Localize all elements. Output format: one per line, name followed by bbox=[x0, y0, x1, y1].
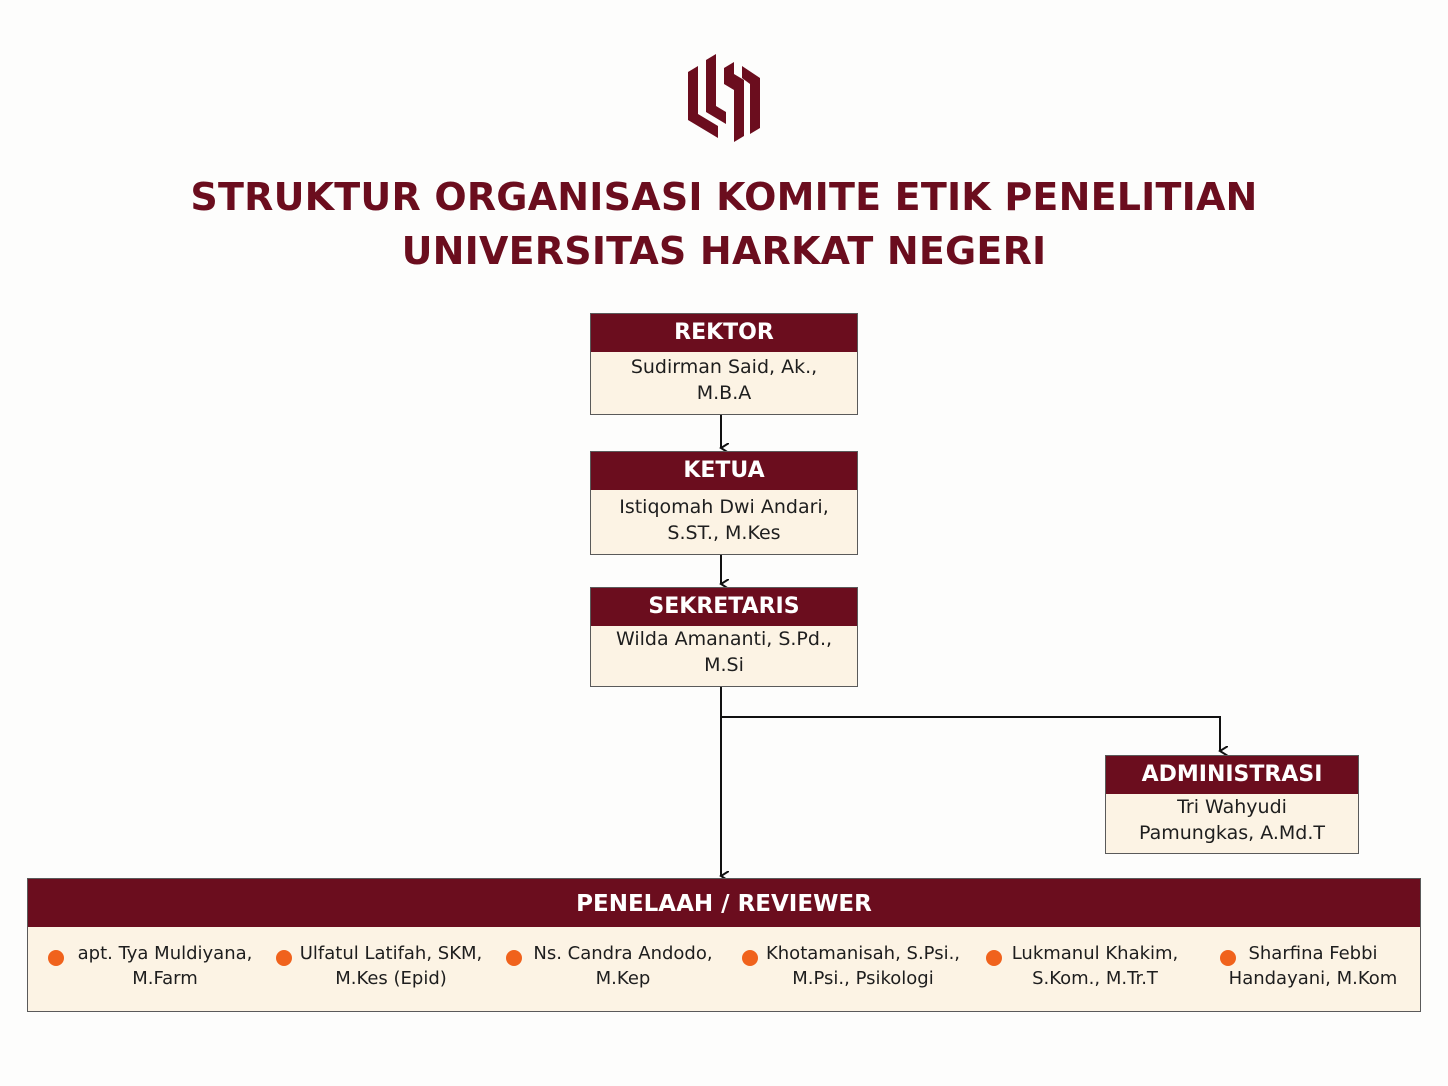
bullet-icon bbox=[506, 950, 522, 966]
reviewer-member-line1: Khotamanisah, S.Psi., bbox=[765, 943, 961, 964]
reviewer-member-line1: Lukmanul Khakim, bbox=[1011, 943, 1179, 964]
node-administrasi-name-line2: Pamungkas, A.Md.T bbox=[1139, 822, 1325, 844]
connector-sekretaris-administrasi bbox=[721, 716, 1220, 751]
bullet-icon bbox=[1220, 950, 1236, 966]
reviewer-member-line2: M.Kes (Epid) bbox=[335, 968, 447, 989]
node-sekretaris-name-line1: Wilda Amananti, S.Pd., bbox=[615, 628, 833, 650]
node-administrasi-title: ADMINISTRASI bbox=[1106, 756, 1358, 794]
node-sekretaris-name-line2: M.Si bbox=[704, 654, 744, 676]
bullet-icon bbox=[986, 950, 1002, 966]
reviewer-member-line1: apt. Tya Muldiyana, bbox=[77, 943, 253, 964]
node-sekretaris-name: Wilda Amananti, S.Pd., M.Si bbox=[591, 626, 857, 680]
reviewer-member-line1: Ns. Candra Andodo, bbox=[533, 943, 713, 964]
node-ketua-name: Istiqomah Dwi Andari, S.ST., M.Kes bbox=[591, 490, 857, 548]
reviewer-member-line2: M.Psi., Psikologi bbox=[792, 968, 934, 989]
reviewer-member-line2: S.Kom., M.Tr.T bbox=[1032, 968, 1158, 989]
reviewer-member-line2: M.Kep bbox=[595, 968, 651, 989]
node-administrasi: ADMINISTRASI Tri Wahyudi Pamungkas, A.Md… bbox=[1105, 755, 1359, 854]
node-rektor: REKTOR Sudirman Said, Ak., M.B.A bbox=[590, 313, 858, 415]
node-reviewer-title: PENELAAH / REVIEWER bbox=[28, 879, 1420, 927]
node-rektor-name-line1: Sudirman Said, Ak., bbox=[630, 356, 818, 378]
reviewer-member: Ulfatul Latifah, SKM, M.Kes (Epid) bbox=[276, 941, 506, 991]
university-logo-icon bbox=[688, 54, 760, 142]
reviewer-member: apt. Tya Muldiyana, M.Farm bbox=[50, 941, 280, 991]
reviewer-member: Lukmanul Khakim, S.Kom., M.Tr.T bbox=[980, 941, 1210, 991]
reviewer-member: Sharfina Febbi Handayani, M.Kom bbox=[1198, 941, 1428, 991]
reviewer-member: Ns. Candra Andodo, M.Kep bbox=[508, 941, 738, 991]
node-sekretaris-title: SEKRETARIS bbox=[591, 588, 857, 626]
node-ketua-name-line1: Istiqomah Dwi Andari, bbox=[619, 496, 829, 518]
node-rektor-name: Sudirman Said, Ak., M.B.A bbox=[591, 352, 857, 408]
reviewer-member-line2: M.Farm bbox=[132, 968, 198, 989]
node-rektor-name-line2: M.B.A bbox=[696, 382, 752, 404]
node-ketua: KETUA Istiqomah Dwi Andari, S.ST., M.Kes bbox=[590, 451, 858, 555]
reviewer-member-list: apt. Tya Muldiyana, M.Farm Ulfatul Latif… bbox=[28, 927, 1420, 1011]
page-title-line2: UNIVERSITAS HARKAT NEGERI bbox=[401, 229, 1047, 273]
reviewer-member-line2: Handayani, M.Kom bbox=[1228, 968, 1398, 989]
page-title-line1: STRUKTUR ORGANISASI KOMITE ETIK PENELITI… bbox=[190, 175, 1258, 219]
node-sekretaris: SEKRETARIS Wilda Amananti, S.Pd., M.Si bbox=[590, 587, 858, 687]
node-ketua-title: KETUA bbox=[591, 452, 857, 490]
bullet-icon bbox=[742, 950, 758, 966]
bullet-icon bbox=[48, 950, 64, 966]
reviewer-member-line1: Ulfatul Latifah, SKM, bbox=[299, 943, 483, 964]
reviewer-member: Khotamanisah, S.Psi., M.Psi., Psikologi bbox=[748, 941, 978, 991]
node-reviewer: PENELAAH / REVIEWER apt. Tya Muldiyana, … bbox=[27, 878, 1421, 1012]
node-administrasi-name: Tri Wahyudi Pamungkas, A.Md.T bbox=[1106, 794, 1358, 848]
bullet-icon bbox=[276, 950, 292, 966]
reviewer-member-line1: Sharfina Febbi bbox=[1248, 943, 1378, 964]
node-ketua-name-line2: S.ST., M.Kes bbox=[667, 522, 781, 544]
node-administrasi-name-line1: Tri Wahyudi bbox=[1177, 796, 1287, 818]
node-rektor-title: REKTOR bbox=[591, 314, 857, 352]
